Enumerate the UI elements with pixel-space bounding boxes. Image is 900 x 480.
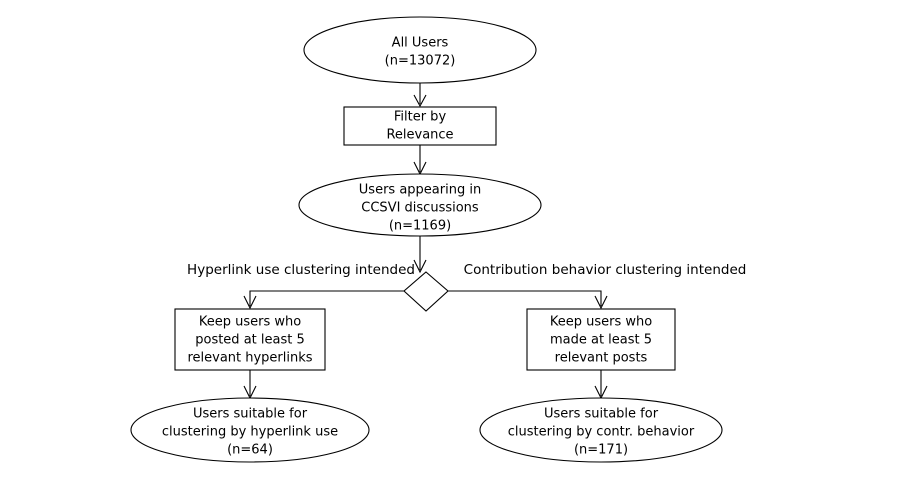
node-users-suitable-hyperlink[interactable]: Users suitable for clustering by hyperli… [130, 397, 370, 463]
edge-keep-hyperlink-to-suitable [243, 370, 257, 400]
node-users-suitable-contr[interactable]: Users suitable for clustering by contr. … [479, 397, 723, 463]
node-all-users-line-2: (n=13072) [385, 54, 456, 69]
node-all-users-line-1: All Users [392, 36, 449, 51]
edge-all-users-to-filter [413, 83, 427, 108]
node-suitable-contr-line-2: clustering by contr. behavior [508, 425, 695, 440]
node-branch-decision[interactable] [403, 271, 449, 312]
edge-keep-posts-to-suitable [594, 370, 608, 400]
edge-label-hyperlink-branch: Hyperlink use clustering intended [187, 262, 415, 278]
node-keep-post-users[interactable]: Keep users who made at least 5 relevant … [526, 308, 676, 371]
ellipse-shape [130, 397, 370, 463]
edge-label-contribution-branch: Contribution behavior clustering intende… [464, 262, 747, 278]
ellipse-shape [298, 173, 542, 237]
ellipse-shape [303, 16, 537, 84]
node-keep-hyperlink-line-2: posted at least 5 [195, 333, 305, 348]
node-suitable-contr-line-1: Users suitable for [544, 407, 659, 422]
node-keep-posts-line-1: Keep users who [550, 315, 652, 330]
node-suitable-contr-line-3: (n=171) [574, 443, 628, 458]
node-ccsvi-line-2: CCSVI discussions [361, 201, 479, 216]
node-filter-by-relevance[interactable]: Filter by Relevance [343, 106, 497, 146]
edge-decision-to-keep-posts [448, 290, 608, 310]
edge-filter-to-ccsvi [413, 145, 427, 176]
node-keep-posts-line-2: made at least 5 [550, 333, 652, 348]
node-suitable-hyperlink-line-2: clustering by hyperlink use [162, 425, 338, 440]
node-keep-hyperlink-users[interactable]: Keep users who posted at least 5 relevan… [174, 308, 326, 371]
node-filter-line-2: Relevance [386, 128, 453, 143]
node-filter-line-1: Filter by [394, 110, 447, 125]
node-suitable-hyperlink-line-3: (n=64) [227, 443, 273, 458]
node-users-in-ccsvi[interactable]: Users appearing in CCSVI discussions (n=… [298, 173, 542, 237]
node-ccsvi-line-3: (n=1169) [389, 219, 451, 234]
edge-ccsvi-to-decision [413, 236, 427, 274]
rectangle-shape [343, 106, 497, 146]
node-keep-hyperlink-line-3: relevant hyperlinks [187, 351, 312, 366]
rectangle-shape [174, 308, 326, 371]
node-ccsvi-line-1: Users appearing in [359, 183, 481, 198]
diamond-shape [403, 271, 449, 312]
ellipse-shape [479, 397, 723, 463]
node-all-users[interactable]: All Users (n=13072) [303, 16, 537, 84]
rectangle-shape [526, 308, 676, 371]
node-suitable-hyperlink-line-1: Users suitable for [193, 407, 308, 422]
node-keep-posts-line-3: relevant posts [555, 351, 648, 366]
node-keep-hyperlink-line-1: Keep users who [199, 315, 301, 330]
edge-decision-to-keep-hyperlink [243, 290, 404, 310]
